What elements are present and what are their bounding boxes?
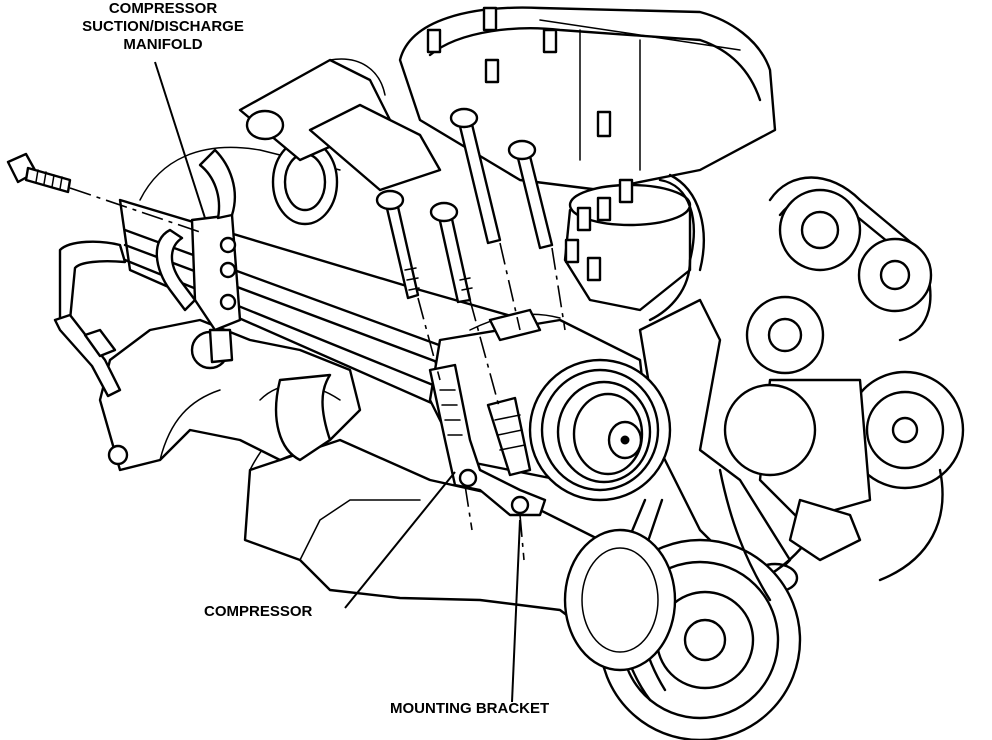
- throttle-body: [238, 58, 442, 226]
- compressor: [428, 308, 672, 502]
- label-compressor: COMPRESSOR: [204, 603, 313, 620]
- crankshaft-pulley: [563, 468, 802, 740]
- suction-discharge-manifold: [155, 148, 242, 364]
- label-line-1: COMPRESSOR: [108, 0, 218, 17]
- intake-studs: [426, 6, 612, 138]
- label-line-3: MANIFOLD: [123, 36, 203, 53]
- intake-manifold: [398, 6, 777, 192]
- mounting-bracket: [428, 363, 547, 517]
- distributor: [563, 173, 705, 322]
- leader-lines: [154, 61, 521, 703]
- accessory-drive: [723, 176, 965, 582]
- mounting-bolts: [375, 107, 554, 304]
- label-line-2: SUCTION/DISCHARGE: [82, 18, 244, 35]
- label-mounting-bracket: MOUNTING BRACKET: [390, 700, 550, 717]
- label-suction-discharge-manifold: COMPRESSOR SUCTION/DISCHARGE MANIFOLD: [58, 0, 268, 54]
- manifold-bolt: [6, 152, 72, 194]
- refrigerant-line: [53, 313, 122, 398]
